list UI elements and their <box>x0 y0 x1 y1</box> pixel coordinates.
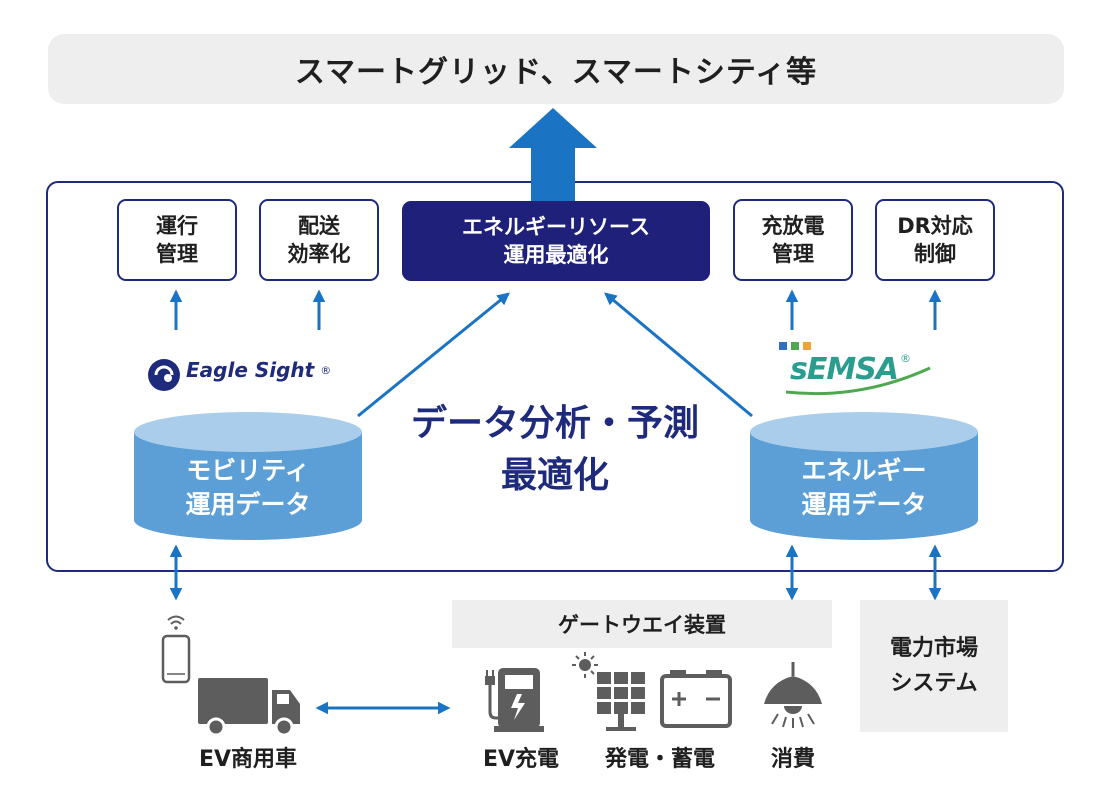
mobility-db-line1: モビリティ <box>186 456 310 486</box>
mobility-db-label: モビリティ 運用データ <box>134 448 362 528</box>
eagle-sight-logo: Eagle Sight ® <box>186 358 331 382</box>
label-ev-charge: EV充電 <box>482 747 560 772</box>
big-up-arrow <box>509 108 597 202</box>
arrow-energydata-to-energy <box>604 292 753 418</box>
label-consumption: 消費 <box>770 747 815 772</box>
semsa-logo-mark <box>779 342 931 396</box>
label-ev-truck: EV商用車 <box>198 747 298 772</box>
eagle-sight-registered-mark: ® <box>320 363 332 377</box>
energy-db-cylinder <box>750 412 978 540</box>
label-gen-storage: 発電・蓄電 <box>604 747 715 772</box>
box-unko-line2: 管理 <box>156 242 198 266</box>
energy-db-label: エネルギー 運用データ <box>750 448 978 528</box>
gateway-device-box: ゲートウエイ装置 <box>452 600 832 648</box>
center-caption-line1: データ分析・予測 <box>410 403 699 444</box>
center-caption-line2: 最適化 <box>500 455 609 497</box>
box-energy-resource: エネルギーリソース 運用最適化 <box>402 201 710 281</box>
mobility-db-cylinder <box>134 412 362 540</box>
mobility-db-line2: 運用データ <box>185 490 311 519</box>
energy-db-line1: エネルギー <box>801 456 927 486</box>
box-energy-line2: 運用最適化 <box>503 243 609 267</box>
box-unko-line1: 運行 <box>156 213 198 238</box>
box-dr-line2: 制御 <box>914 242 956 266</box>
truck-icon <box>198 678 300 737</box>
energy-db-line2: 運用データ <box>801 490 927 519</box>
box-dr-seigyo: DR対応 制御 <box>875 199 995 281</box>
box-energy-line1: エネルギーリソース <box>462 214 650 239</box>
lamp-icon <box>764 662 822 728</box>
box-haiso-line2: 効率化 <box>287 242 351 266</box>
box-juhoden-line1: 充放電 <box>761 213 825 238</box>
banner-text: スマートグリッド、スマートシティ等 <box>294 55 818 90</box>
power-market-line1: 電力市場 <box>889 635 978 661</box>
ev-charger-icon <box>485 668 544 732</box>
battery-icon <box>660 670 732 728</box>
box-haiso-kouritsuka: 配送 効率化 <box>259 199 379 281</box>
box-juhoden-line2: 管理 <box>772 242 814 266</box>
arrow-mobility-to-energy <box>357 292 510 418</box>
power-market-line2: システム <box>890 671 978 696</box>
semsa-logo: sEMSA ® <box>790 352 911 387</box>
box-haiso-line1: 配送 <box>298 213 340 238</box>
box-dr-line1: DR対応 <box>897 213 973 238</box>
box-unko-kanri: 運行 管理 <box>117 199 237 281</box>
semsa-logo-text: sEMSA <box>790 352 899 387</box>
eagle-sight-logo-text: Eagle Sight <box>186 358 315 382</box>
gateway-device-label: ゲートウエイ装置 <box>558 613 726 637</box>
power-market-box: 電力市場 システム <box>860 600 1008 732</box>
box-juhoden-kanri: 充放電 管理 <box>733 199 853 281</box>
eagle-sight-logo-mark <box>148 359 180 391</box>
smartphone-icon <box>161 615 191 684</box>
solar-panel-icon <box>572 652 645 731</box>
top-banner: スマートグリッド、スマートシティ等 <box>48 34 1064 104</box>
semsa-registered-mark: ® <box>900 352 912 365</box>
center-caption: データ分析・予測 最適化 <box>380 398 730 502</box>
